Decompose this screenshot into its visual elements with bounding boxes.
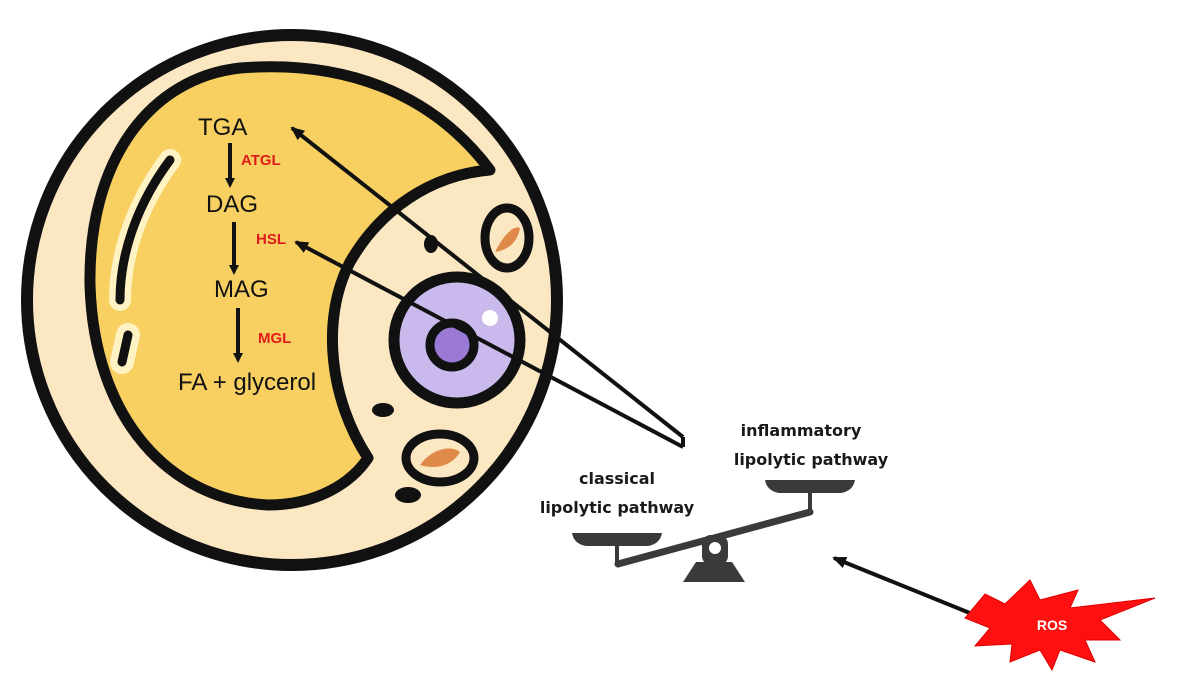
step-tga: TGA [198,114,247,141]
granule-1 [372,403,394,417]
droplet-shine-small-outline [117,330,133,367]
classical-pathway-label: classical lipolytic pathway [540,469,695,517]
classical-label-line1: classical [579,469,655,488]
nucleolus [425,318,479,372]
balance-scale [572,480,855,582]
lipid-droplet [84,61,496,511]
ros-burst [964,579,1156,672]
step-products: FA + glycerol [178,369,316,396]
enzyme-hsl: HSL [256,231,286,248]
organelle-top-core [495,227,520,252]
adipocyte-cell [21,29,563,571]
inflammatory-pathway-label: inflammatory lipolytic pathway [734,421,889,469]
enzyme-atgl: ATGL [241,152,281,169]
lipolysis-pathway: TGA ATGL DAG HSL MAG MGL FA + glycerol [178,114,316,396]
organelle-bottom-core [420,448,460,468]
pointer-to-hsl [294,240,684,449]
left-pan [572,533,662,546]
inflammatory-label-line1: inflammatory [741,421,862,440]
scale-beam [614,508,814,568]
ros-label: ROS [1037,617,1067,633]
nucleus-highlight [482,310,498,326]
right-pan [765,480,855,493]
pointer-to-tga [290,126,685,439]
ros-arrow [832,556,993,624]
scale-pivot-hole [709,542,721,554]
inflammatory-label-line2: lipolytic pathway [734,450,889,469]
droplet-shine-outline [115,155,175,305]
regulation-pointers [290,126,685,449]
granule-2 [395,487,421,503]
step-dag: DAG [206,191,258,218]
step-mag: MAG [214,276,269,303]
classical-label-line2: lipolytic pathway [540,498,695,517]
scale-base [683,562,745,582]
ros-stimulus: ROS [832,556,1156,672]
enzyme-mgl: MGL [258,330,291,347]
